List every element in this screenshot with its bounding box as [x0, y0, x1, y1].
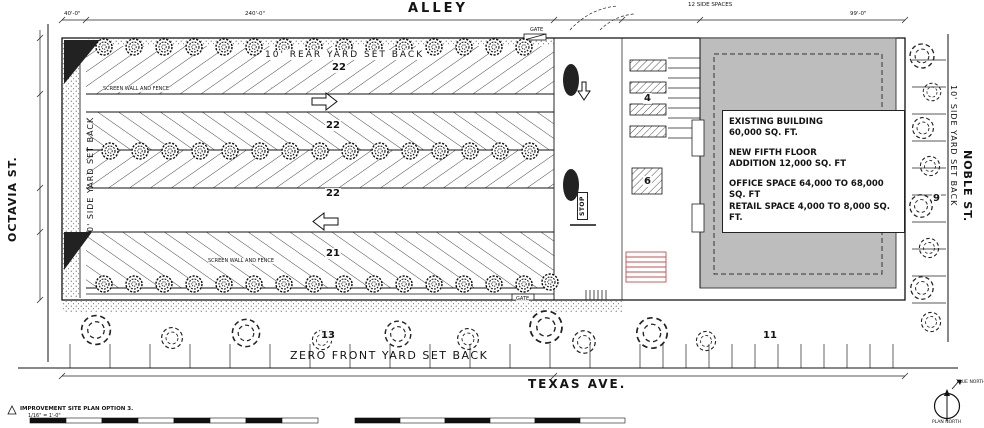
parking-rows	[86, 38, 623, 300]
screen-wall-label-top: SCREEN WALL AND FENCE	[103, 86, 170, 92]
octavia-st-label: OCTAVIA ST.	[6, 156, 19, 242]
building-note-line: 60,000 SQ. FT.	[729, 128, 798, 139]
left-setback-label: 0' SIDE YARD SET BACK	[86, 116, 95, 232]
revision-delta-icon	[7, 405, 17, 415]
stall-count-island-a: 4	[643, 93, 652, 104]
building-note-line: ADDITION 12,000 SQ. FT	[729, 159, 847, 170]
parking-islands	[629, 57, 700, 195]
stop-sign-label: STOP	[577, 192, 588, 220]
north-arrow-icon	[933, 380, 962, 421]
texas-ave-label: TEXAS AVE.	[528, 377, 627, 391]
building-note-line: RETAIL SPACE 4,000 TO 8,000 SQ. FT.	[729, 201, 891, 224]
stall-count-street-right: 11	[762, 330, 778, 341]
ramp	[625, 251, 667, 283]
sheet-scale: 1/16" = 1'-0"	[28, 413, 61, 419]
front-setback-label: ZERO FRONT YARD SET BACK	[290, 349, 489, 362]
turning-arcs	[569, 5, 635, 31]
gate-label-bottom: GATE	[516, 296, 530, 302]
dimension-label: 12 SIDE SPACES	[688, 2, 733, 8]
crosswalk	[585, 290, 607, 300]
rear-setback-label: 10' REAR YARD SET BACK	[262, 50, 428, 60]
dimension-label: 99'-0"	[850, 11, 867, 17]
building-notes-box: EXISTING BUILDING 60,000 SQ. FT. NEW FIF…	[722, 110, 905, 233]
stall-count-row2: 22	[325, 120, 341, 131]
traffic-flow-arrows	[311, 81, 591, 232]
stall-count-row3: 22	[325, 188, 341, 199]
building-note-line: EXISTING BUILDING	[729, 117, 823, 127]
property-boundary	[61, 37, 906, 301]
dimension-label: 40'-0"	[64, 11, 81, 17]
sheet-title: IMPROVEMENT SITE PLAN OPTION 3.	[20, 406, 134, 412]
building-note-line: OFFICE SPACE 64,000 TO 68,000 SQ. FT	[729, 178, 884, 201]
stall-count-street-left: 13	[320, 330, 336, 341]
alley-label: ALLEY	[408, 1, 468, 16]
street-trees-bottom	[80, 310, 717, 354]
right-setback-label: 10' SIDE YARD SET BACK	[949, 85, 958, 207]
dimension-label: 240'-0"	[245, 11, 266, 17]
true-north-label: TRUE NORTH	[956, 380, 984, 385]
screen-wall-label-bottom: SCREEN WALL AND FENCE	[208, 258, 275, 264]
stall-count-row4: 21	[325, 248, 341, 259]
shrubs	[64, 40, 579, 270]
tree-row-middle	[101, 142, 539, 160]
gate-label-top: GATE	[530, 27, 544, 33]
stall-count-street-side: 9	[932, 193, 941, 204]
stall-count-island-b: 6	[643, 176, 652, 187]
graphic-scale-bar	[29, 417, 626, 424]
building-note-line: NEW FIFTH FLOOR	[729, 147, 817, 158]
dimension-lines	[36, 16, 909, 380]
stall-count-row1: 22	[331, 62, 347, 73]
street-parking	[69, 59, 946, 368]
plan-north-label: PLAN NORTH	[932, 420, 962, 425]
noble-st-label: NOBLE ST.	[961, 150, 974, 223]
